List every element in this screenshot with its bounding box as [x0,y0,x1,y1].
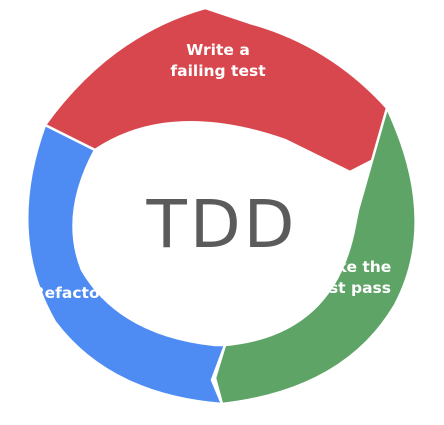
refactor-label: Refactor [33,284,108,302]
arc-blue [26,123,227,406]
step-write-failing-test: Write a failing test [43,6,389,174]
arc-green [213,106,417,406]
step-make-test-pass: Make the test pass [213,106,417,406]
center-title: TDD [146,186,298,263]
make-test-pass-label-line1: Make the [311,258,392,276]
make-test-pass-label-line2: test pass [311,279,391,297]
arc-red [43,6,389,174]
step-refactor: Refactor [26,123,227,406]
write-failing-test-label-line1: Write a [186,41,250,59]
write-failing-test-label-line2: failing test [170,62,266,80]
